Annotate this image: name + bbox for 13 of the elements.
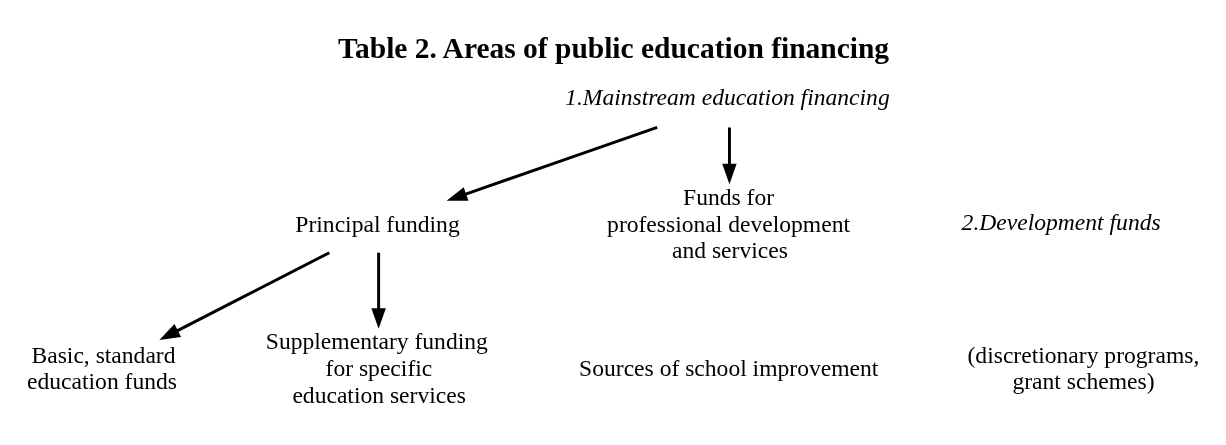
arrow [446,125,658,201]
node-text: Basic, standard education funds [27,341,178,394]
arrow [722,127,737,184]
node-text: 1.Mainstream education financing [565,83,890,110]
label: (discretionary programs, grant schemes) [967,341,1200,394]
node-text: Supplementary funding for specific education services [265,327,488,408]
node-text: Principal funding [295,210,460,237]
arrow [371,252,386,329]
label: 2.Development funds [961,208,1161,235]
label: Sources of school improvement [579,354,879,381]
arrow [159,250,330,340]
diagram-title: Table 2. Areas of public education financing [338,31,890,64]
node-text: Funds for professional development and services [607,183,851,263]
